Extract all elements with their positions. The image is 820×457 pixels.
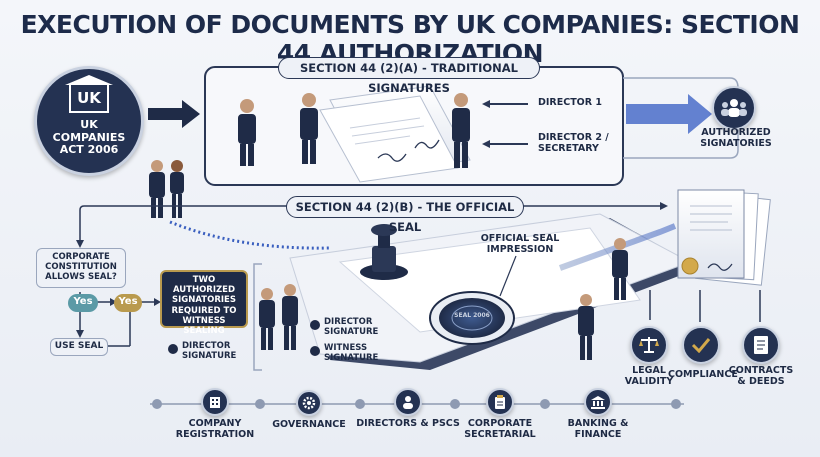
arrow-to-traditional	[148, 100, 200, 128]
people-icon	[394, 388, 422, 416]
witness-figures	[259, 238, 628, 360]
check-icon	[682, 326, 720, 364]
signature-icon	[168, 344, 178, 354]
two-authorized-box: Two Authorized Signatories Required to W…	[160, 270, 248, 336]
director-2-label: Director 2 / Secretary	[538, 132, 609, 154]
two-authorized-label: Two Authorized Signatories Required to W…	[171, 275, 237, 336]
executed-documents-stack	[677, 189, 771, 286]
company-icon	[201, 388, 229, 416]
signed-documents	[319, 85, 471, 183]
signature-icon	[310, 346, 320, 356]
witness-signature: Witness Signature	[310, 343, 380, 364]
constitution-question-box: Corporate Constitution Allows Seal?	[36, 248, 126, 288]
document-icon	[742, 326, 780, 364]
official-seal-impression	[429, 291, 515, 345]
outcome-label-compliance: Compliance	[668, 369, 738, 380]
gear-icon	[296, 390, 322, 416]
bottom-label-company-registration: Company Registration	[175, 418, 255, 440]
outcome-label-contracts-deeds: Contracts & Deeds	[728, 365, 794, 387]
director-arrows	[482, 100, 528, 148]
yes-tag-2: Yes	[114, 294, 142, 312]
authorized-signatories-label: Authorized Signatories	[700, 127, 772, 149]
seal-text: SEAL 2006	[454, 312, 490, 319]
outcome-label-legal-validity: Legal Validity	[624, 365, 674, 387]
director-signature-right: Director Signature	[310, 317, 380, 338]
section-b-header: Section 44 (2)(b) - The Official Seal	[286, 196, 524, 234]
scales-icon	[630, 326, 668, 364]
courthouse-icon: UK	[65, 75, 113, 114]
uk-companies-act-label: UK Companies Act 2006	[52, 118, 126, 157]
arrow-to-authorized	[626, 94, 712, 134]
director-signature-left: Director Signature	[168, 341, 258, 362]
outcome-connectors	[649, 290, 761, 322]
section-a-header: Section 44 (2)(a) - Traditional Signatur…	[278, 57, 540, 95]
uk-seal-text: UK	[77, 89, 101, 108]
bank-icon	[584, 388, 612, 416]
clipboard-icon	[486, 388, 514, 416]
executive-figures-top	[238, 93, 470, 168]
uk-companies-act-badge: UK UK Companies Act 2006	[34, 66, 144, 176]
bottom-label-banking-finance: Banking & Finance	[567, 418, 629, 440]
authorized-signatories-icon	[712, 86, 756, 130]
executive-couple	[149, 160, 184, 218]
bottom-label-directors-pscs: Directors & PSCs	[356, 418, 460, 429]
seal-stamp	[360, 224, 408, 280]
director-1-label: Director 1	[538, 97, 602, 108]
group-icon	[721, 99, 747, 117]
signature-icon	[310, 320, 320, 330]
bottom-label-corporate-secretarial: Corporate Secretarial	[464, 418, 536, 440]
page-title: Execution of Documents by UK Companies: …	[20, 10, 800, 68]
bottom-label-governance: Governance	[272, 419, 346, 430]
yes-tag-1: Yes	[68, 294, 98, 312]
official-seal-impression-label: Official Seal Impression	[480, 233, 560, 255]
use-seal-box: Use Seal	[50, 338, 108, 356]
